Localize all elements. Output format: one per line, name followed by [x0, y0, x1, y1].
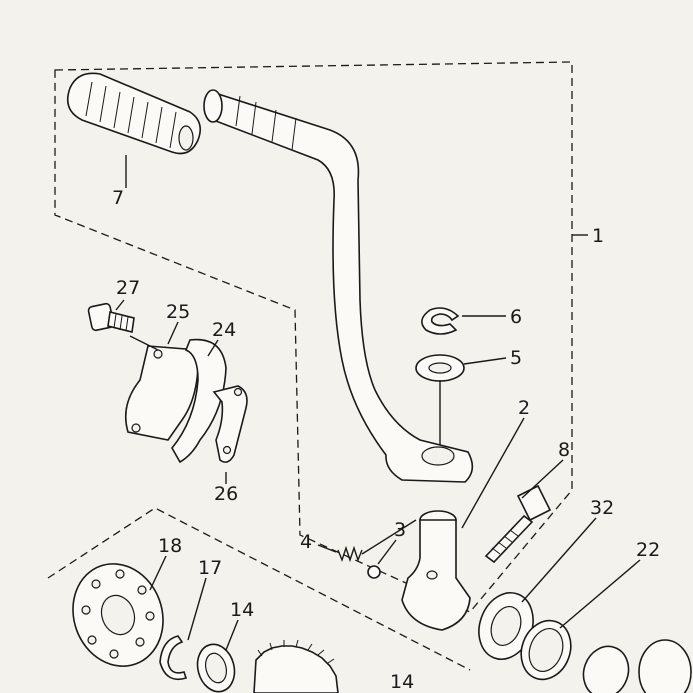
leader-lines [115, 155, 641, 651]
ratchet-plate-part [72, 563, 164, 667]
callout-4: 4 [300, 531, 312, 553]
callout-24: 24 [212, 319, 236, 341]
kick-lever-assembly-boundary [54, 61, 573, 613]
callout-14-upper: 14 [230, 599, 254, 621]
cover-edge-part [638, 639, 692, 693]
callout-32: 32 [590, 497, 614, 519]
kick-boss-part [401, 510, 471, 631]
bracket-part-26 [212, 385, 248, 463]
bolt-part-8 [484, 484, 552, 564]
spring-part [337, 545, 363, 563]
bolt-part-27 [87, 302, 135, 333]
callout-labels: 7 1 6 5 2 3 4 8 32 22 18 17 14 14 27 25 … [112, 187, 660, 693]
kick-grip-part [66, 72, 201, 155]
ring-part-22 [520, 619, 572, 681]
guide-part-24 [171, 338, 227, 464]
callout-18: 18 [158, 535, 182, 557]
kick-lever-part [203, 89, 474, 483]
kick-gear-part [253, 639, 339, 693]
callout-25: 25 [166, 301, 190, 323]
callout-2: 2 [518, 397, 530, 419]
callout-8: 8 [558, 439, 570, 461]
callout-27: 27 [116, 277, 140, 299]
callout-7: 7 [112, 187, 124, 209]
ring-part-lower [582, 645, 630, 693]
callout-6: 6 [510, 306, 522, 328]
clip-part-17 [159, 635, 188, 681]
callout-1: 1 [592, 225, 604, 247]
callout-3: 3 [394, 519, 406, 541]
ball-part [367, 565, 381, 579]
gear-group-boundary [47, 507, 471, 671]
oil-seal-part [478, 592, 534, 660]
callout-14-lower: 14 [390, 671, 414, 693]
callout-22: 22 [636, 539, 660, 561]
callout-17: 17 [198, 557, 222, 579]
callout-26: 26 [214, 483, 238, 505]
washer-part [415, 354, 465, 382]
callout-5: 5 [510, 347, 522, 369]
circlip-part [421, 307, 460, 335]
